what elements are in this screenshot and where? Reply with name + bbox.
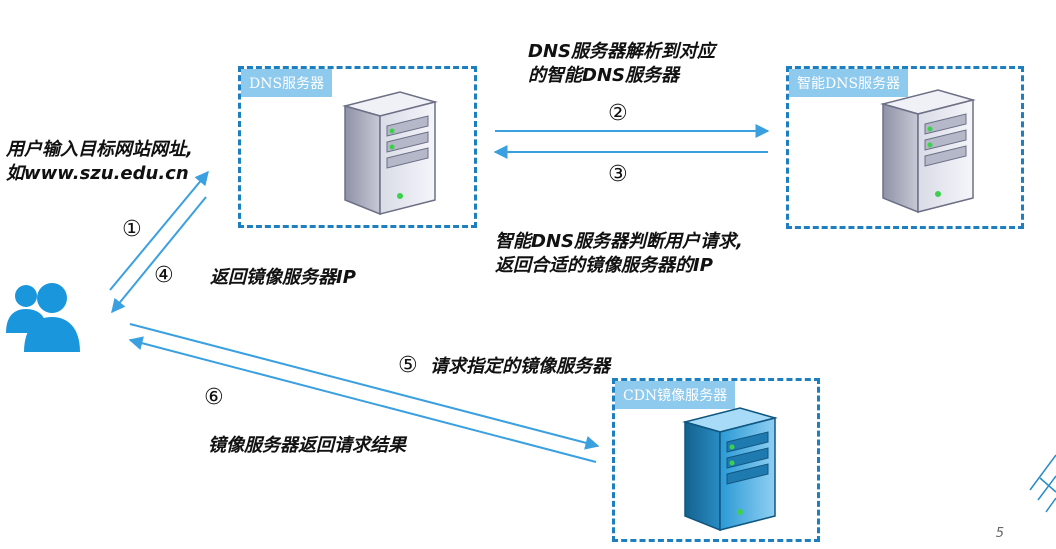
server-tower-icon	[682, 407, 778, 532]
mirror-return-text: 镜像服务器返回请求结果	[208, 435, 406, 456]
user-input-line-1: 用户输入目标网站网址,	[6, 139, 193, 160]
smart-dns-server-box: 智能DNS服务器	[786, 66, 1024, 229]
user-input-line-2: 如www.szu.edu.cn	[6, 163, 189, 184]
step-2: ②	[608, 101, 628, 126]
request-mirror-text: 请求指定的镜像服务器	[430, 356, 610, 377]
smart-judge-text: 智能DNS服务器判断用户请求, 返回合适的镜像服务器的IP	[495, 230, 743, 278]
page-number: 5	[995, 526, 1004, 541]
dns-resolve-line-1: DNS服务器解析到对应	[528, 41, 715, 62]
dns-server-label: DNS服务器	[241, 69, 333, 97]
arrow-step-5	[129, 323, 600, 450]
step-3: ③	[608, 162, 628, 187]
arrow-step-6	[128, 336, 597, 463]
server-tower-icon	[880, 89, 976, 214]
arrow-step-1	[109, 170, 209, 291]
cdn-server-label: CDN镜像服务器	[615, 381, 736, 409]
cdn-server-box: CDN镜像服务器	[612, 378, 820, 542]
smart-dns-server-label: 智能DNS服务器	[789, 69, 909, 97]
corner-decoration	[1029, 454, 1056, 513]
return-ip-text: 返回镜像服务器IP	[210, 267, 356, 288]
smart-judge-line-2: 返回合适的镜像服务器的IP	[495, 255, 713, 276]
users-icon	[6, 283, 80, 352]
dns-resolve-text: DNS服务器解析到对应 的智能DNS服务器	[528, 40, 715, 88]
server-tower-icon	[342, 91, 438, 216]
smart-judge-line-1: 智能DNS服务器判断用户请求,	[495, 231, 743, 252]
step-4: ④	[154, 263, 174, 288]
step-6: ⑥	[204, 385, 224, 410]
step-5: ⑤	[398, 353, 418, 378]
step-1: ①	[122, 217, 142, 242]
user-input-text: 用户输入目标网站网址, 如www.szu.edu.cn	[6, 138, 193, 186]
dns-resolve-line-2: 的智能DNS服务器	[528, 65, 679, 86]
arrow-step-4	[111, 196, 207, 314]
dns-server-box: DNS服务器	[238, 66, 477, 228]
